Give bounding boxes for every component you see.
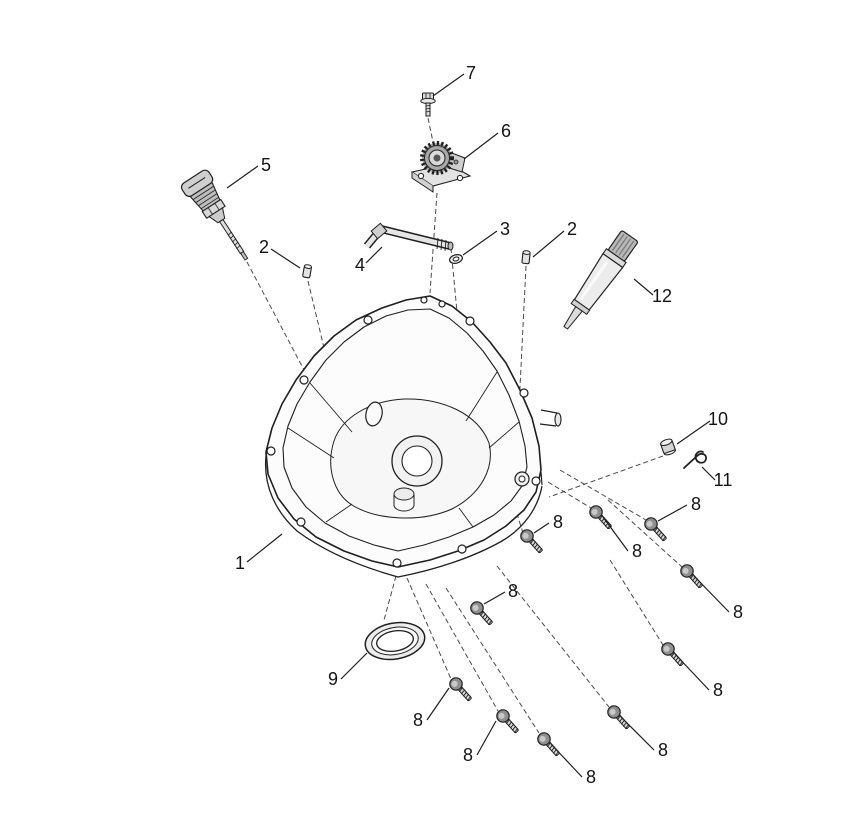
oil-seal-drawing bbox=[364, 621, 426, 661]
callout-8-5: 8 bbox=[508, 581, 518, 601]
callout-2-right: 2 bbox=[567, 219, 577, 239]
callout-9: 9 bbox=[328, 669, 338, 689]
screw-drawing bbox=[604, 702, 634, 733]
screw-drawing bbox=[493, 706, 523, 737]
callout-5: 5 bbox=[261, 155, 271, 175]
pan-head-screws bbox=[446, 502, 707, 760]
callout-2-left: 2 bbox=[259, 237, 269, 257]
screw-drawing bbox=[534, 729, 564, 760]
washer-drawing bbox=[449, 254, 463, 264]
callout-4: 4 bbox=[355, 255, 365, 275]
oil-pump-drawing bbox=[410, 141, 472, 193]
callout-1: 1 bbox=[235, 553, 245, 573]
screw-drawing bbox=[446, 674, 476, 705]
callout-8-8: 8 bbox=[463, 745, 473, 765]
screw-drawing bbox=[658, 639, 688, 670]
callout-12: 12 bbox=[652, 286, 672, 306]
callout-8-4: 8 bbox=[733, 602, 743, 622]
cap-drawing bbox=[660, 438, 676, 456]
sealant-tube-drawing bbox=[563, 230, 639, 330]
screw-drawing bbox=[467, 598, 497, 629]
callout-3: 3 bbox=[500, 219, 510, 239]
screw-drawing bbox=[517, 526, 547, 557]
callout-8-10: 8 bbox=[658, 740, 668, 760]
mounting-screw-drawing bbox=[420, 92, 436, 117]
callout-8-2: 8 bbox=[632, 541, 642, 561]
leader-lines bbox=[226, 73, 730, 778]
screw-drawing bbox=[677, 561, 707, 592]
callout-6: 6 bbox=[501, 121, 511, 141]
callouts: 7 6 5 2 4 3 2 12 10 11 1 9 8 8 8 8 8 8 8… bbox=[235, 63, 743, 787]
retaining-clip-drawing bbox=[683, 450, 707, 469]
callout-8-9: 8 bbox=[586, 767, 596, 787]
crankcase-drawing bbox=[264, 295, 562, 578]
callout-8-3: 8 bbox=[691, 494, 701, 514]
dowel-pin-left-drawing bbox=[302, 264, 313, 279]
callout-8-7: 8 bbox=[413, 710, 423, 730]
callout-7: 7 bbox=[466, 63, 476, 83]
dowel-pin-right-drawing bbox=[521, 250, 531, 265]
suction-pipe-drawing bbox=[363, 222, 454, 252]
callout-11: 11 bbox=[714, 470, 733, 490]
callout-8-6: 8 bbox=[713, 680, 723, 700]
callout-8-1: 8 bbox=[553, 512, 563, 532]
dipstick-drawing bbox=[180, 169, 249, 261]
screw-drawing bbox=[641, 514, 671, 545]
callout-10: 10 bbox=[708, 409, 728, 429]
